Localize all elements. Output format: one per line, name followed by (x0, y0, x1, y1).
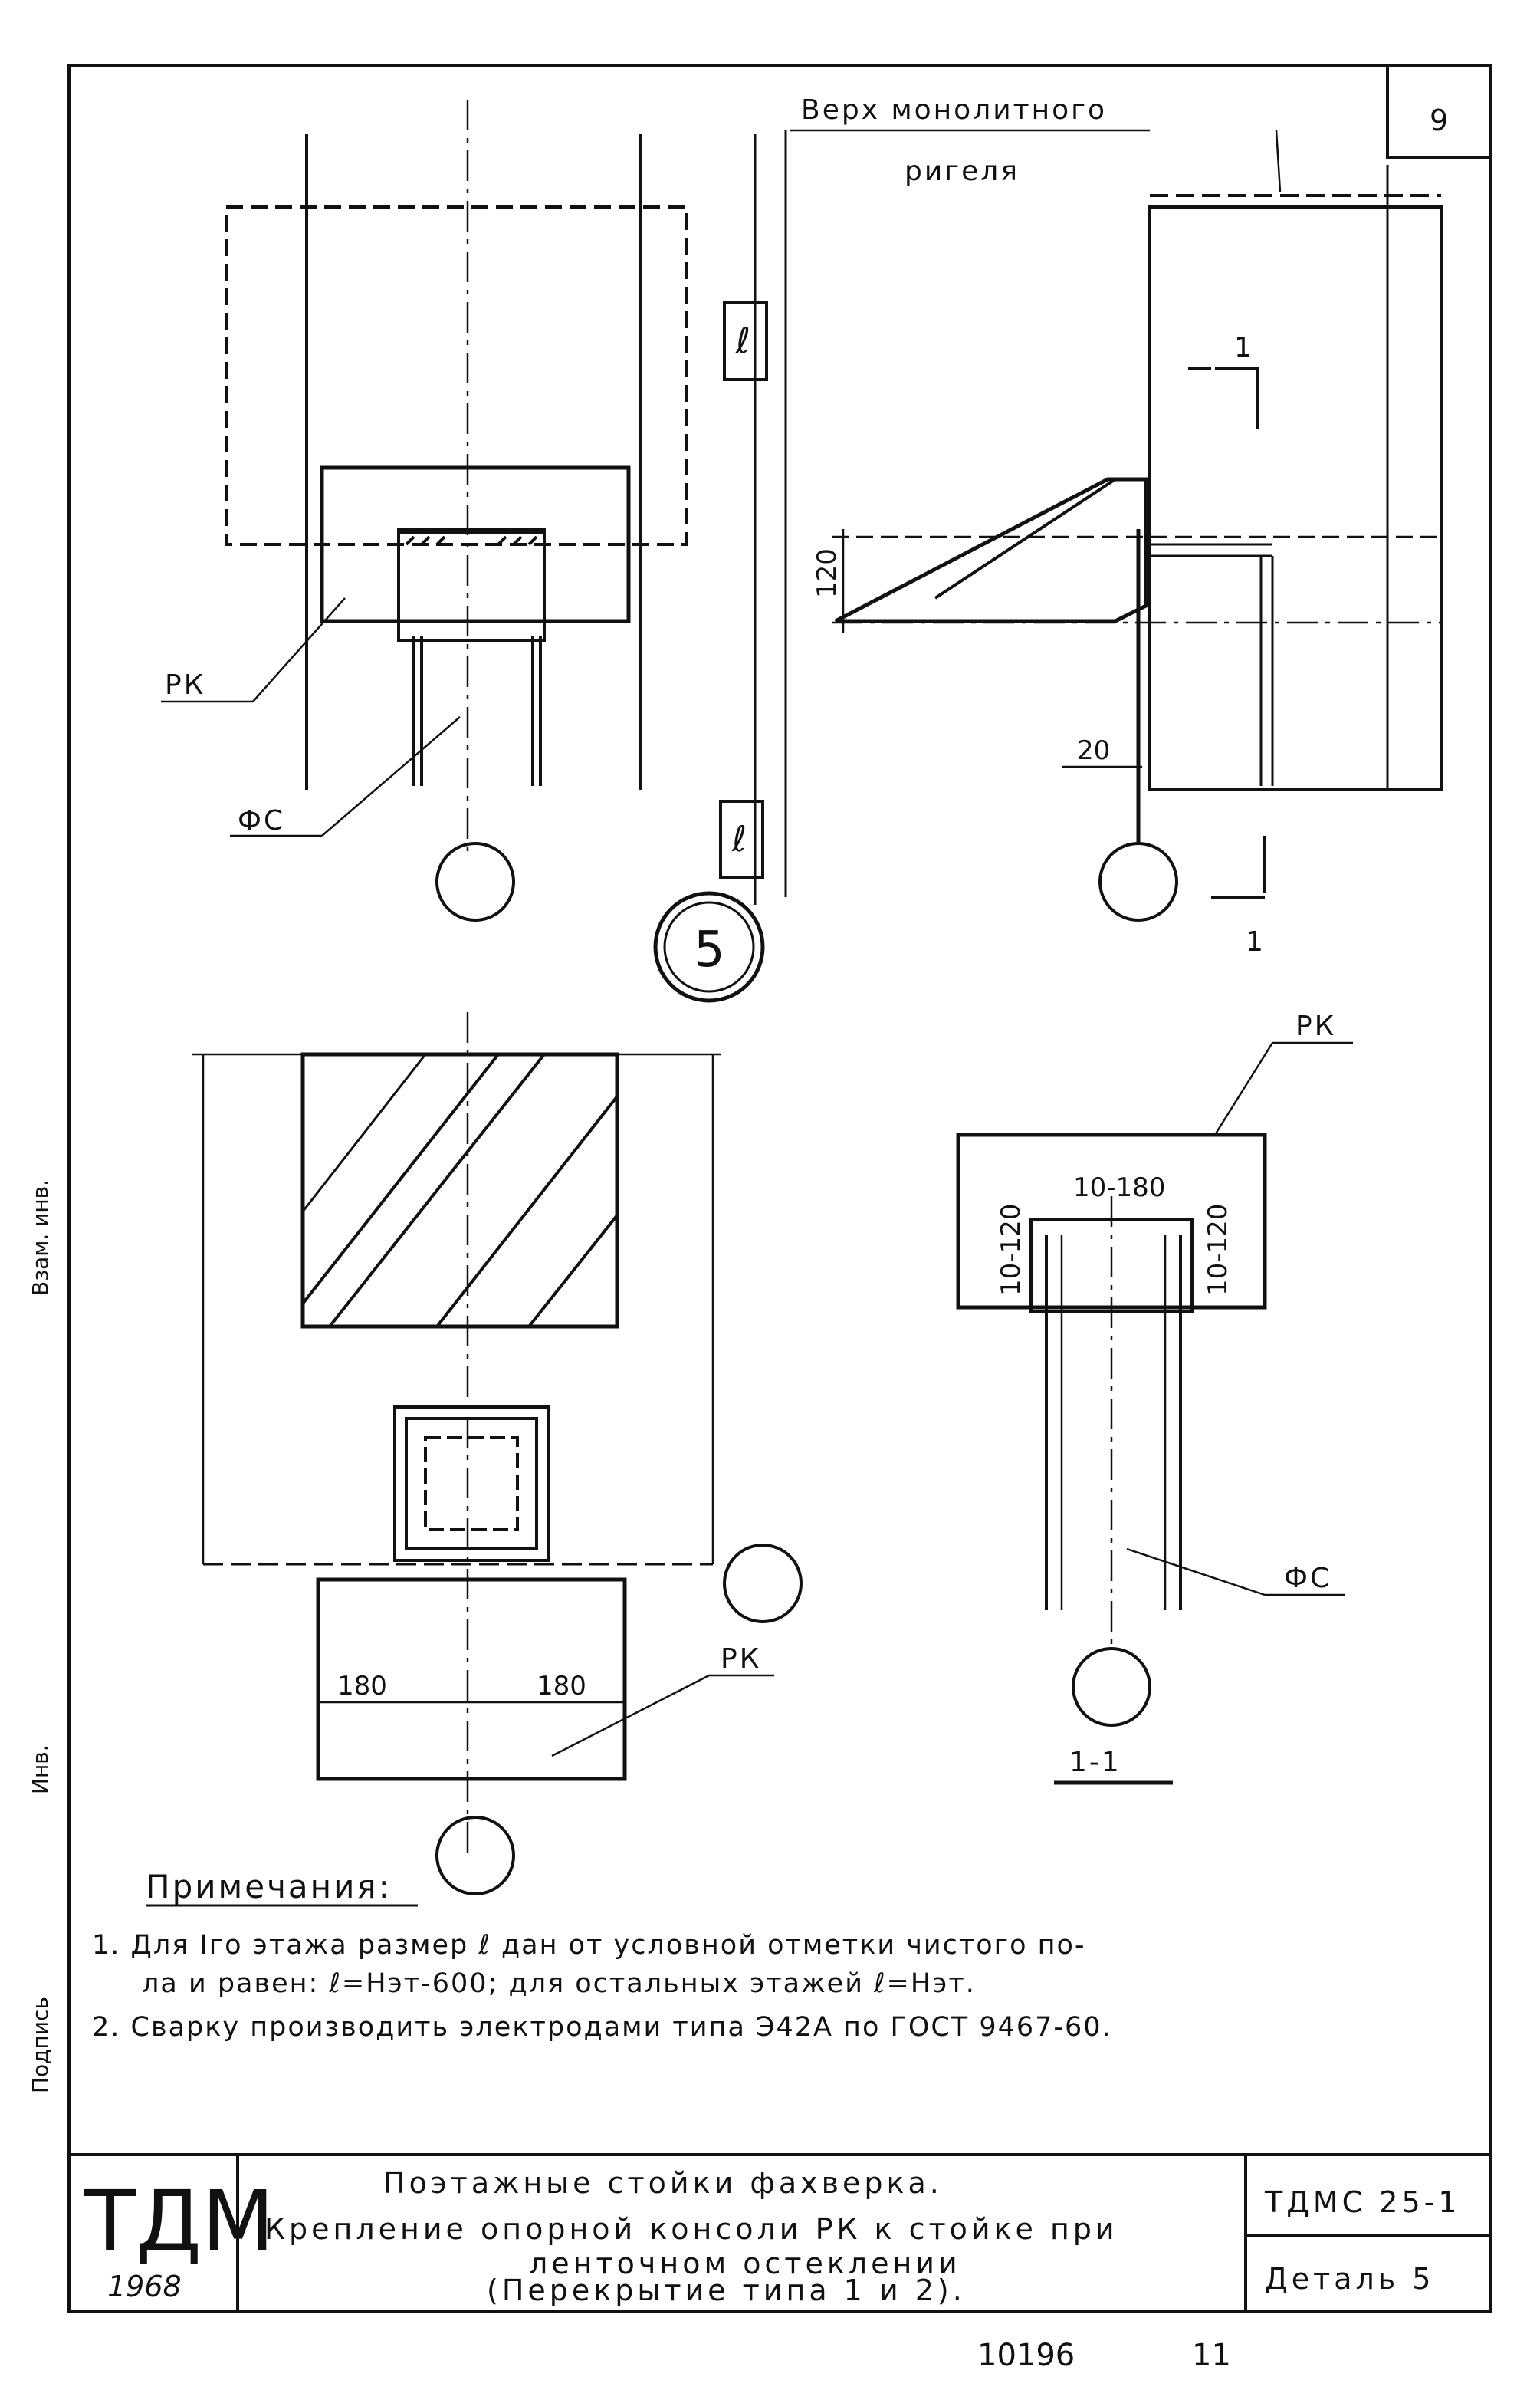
label-rk-section: РК (1295, 1011, 1336, 1042)
callout-monolith-top-1: Верх монолитного (801, 94, 1107, 126)
dim-right-half-width: 180 (537, 1671, 586, 1701)
notes-heading: Примечания: (146, 1868, 392, 1905)
year: 1968 (107, 2270, 182, 2303)
callout-monolith-top-2: ригеля (905, 156, 1020, 187)
label-l-bottom: ℓ (731, 818, 747, 860)
label-rk-top: РК (165, 669, 205, 701)
label-fs-top: ФС (238, 805, 285, 837)
section-view-bottom-left (192, 1012, 803, 1895)
title-line-4: (Перекрытие типа 1 и 2). (487, 2273, 966, 2307)
dim-weld-top: 10-180 (1073, 1172, 1165, 1203)
section-mark-bottom: 1 (1246, 926, 1266, 958)
title-line-3: ленточном остеклении (529, 2247, 961, 2280)
margin-stamp-1: Взам. инв. (28, 1179, 53, 1296)
sheet-frame (67, 64, 1492, 2313)
footer-page: 11 (1192, 2338, 1231, 2373)
logo: ТДМ (84, 2172, 274, 2270)
dim-left-half-width: 180 (337, 1671, 387, 1701)
label-fs-section: ФС (1284, 1563, 1331, 1594)
notes: Примечания: 1. Для Iго этажа размер ℓ да… (92, 1868, 1112, 2043)
title-line-2: Крепление опорной консоли РК к стойке пр… (264, 2212, 1118, 2246)
title-line-1: Поэтажные стойки фахверка. (383, 2166, 943, 2200)
note-line-2: ла и равен: ℓ=Нэт-600; для остальных эта… (142, 1968, 976, 1999)
margin-stamp-2: Инв. (28, 1744, 53, 1794)
dim-weld-right: 10-120 (1203, 1204, 1233, 1296)
note-line-1: 1. Для Iго этажа размер ℓ дан от условно… (92, 1930, 1086, 1961)
drawing-code: ТДМС 25-1 (1264, 2185, 1461, 2219)
dim-gap: 20 (1077, 735, 1110, 766)
section-1-1 (956, 1041, 1353, 1785)
detail-marker: 5 (653, 891, 765, 1003)
dim-console-height: 120 (812, 548, 842, 598)
section-mark-top: 1 (1234, 332, 1254, 363)
label-rk-bottom-left: РК (721, 1643, 761, 1675)
dim-weld-left: 10-120 (996, 1204, 1026, 1296)
footer-number: 10196 (977, 2338, 1075, 2373)
sheet-number: 9 (1430, 104, 1452, 137)
detail-number: 5 (694, 922, 725, 978)
label-l-top: ℓ (735, 320, 750, 361)
margin-stamp-3: Подпись (28, 1997, 53, 2093)
margin-stamps: Взам. инв. Инв. Подпись (28, 1179, 53, 2093)
elevation-view-top-right (784, 129, 1443, 922)
section-title: 1-1 (1069, 1747, 1121, 1778)
plan-view-top-left (161, 100, 768, 922)
detail-title: Деталь 5 (1265, 2262, 1434, 2296)
title-block (69, 2153, 1491, 2312)
note-line-3: 2. Сварку производить электродами типа Э… (92, 2012, 1112, 2043)
